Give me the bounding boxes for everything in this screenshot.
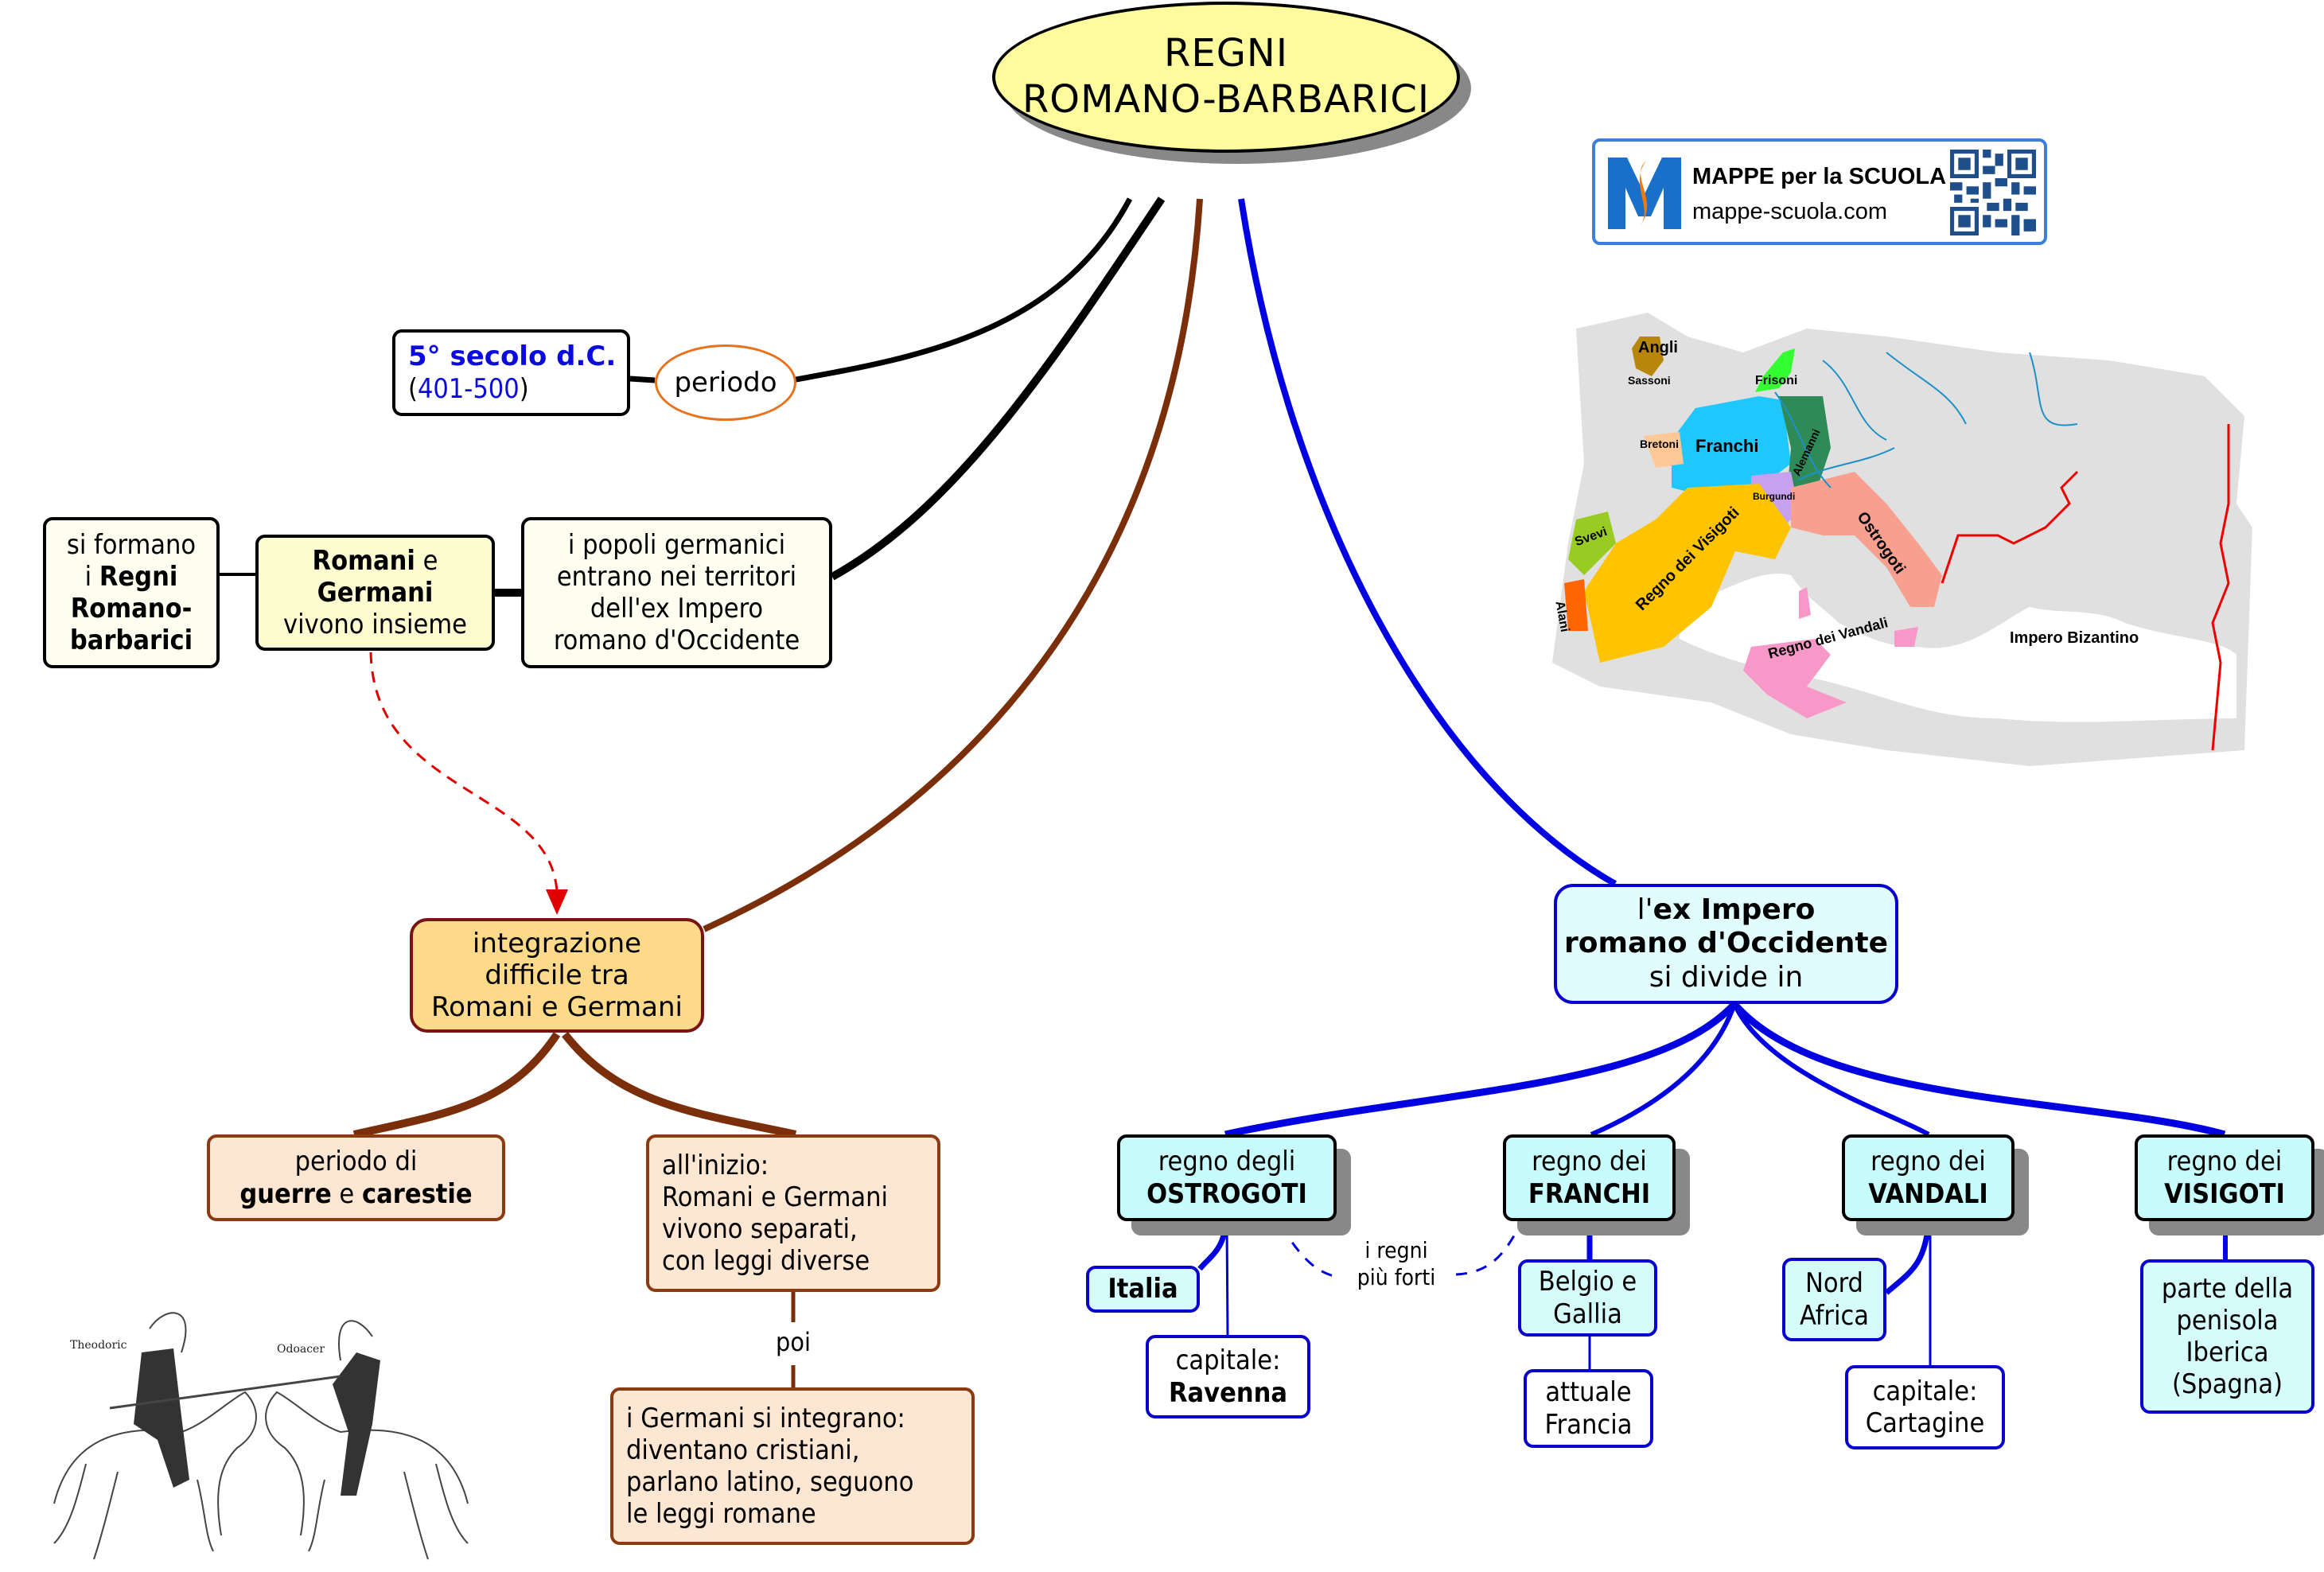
link-title-integrazione: [703, 198, 1203, 932]
europe-kingdoms-map: Angli Sassoni Frisoni Bretoni Franchi Al…: [1552, 305, 2258, 772]
region-bretoni: [1644, 432, 1684, 468]
region-angli: [1632, 337, 1664, 376]
title-line2: ROMANO-BARBARICI: [1022, 77, 1431, 122]
map-label-frisoni: Frisoni: [1755, 374, 1797, 387]
vandali-nord-africa-node[interactable]: Nord Africa: [1782, 1258, 1886, 1341]
knights-illustration: Theodoric Odoacer: [53, 1312, 469, 1560]
map-label-burgundi: Burgundi: [1753, 491, 1795, 502]
all-inizio-node[interactable]: all'inizio: Romani e Germani vivono sepa…: [646, 1134, 940, 1292]
century-text: 5° secolo d.C.: [408, 340, 617, 373]
kingdom-franchi[interactable]: regno dei FRANCHI: [1503, 1134, 1676, 1221]
franchi-belgio-gallia-node[interactable]: Belgio e Gallia: [1518, 1259, 1657, 1337]
title-line1: REGNI: [1164, 31, 1288, 76]
ostrogoti-italia-node[interactable]: Italia: [1086, 1266, 1200, 1313]
link-empire-franchi: [1590, 1003, 1737, 1137]
region-frisoni: [1755, 348, 1795, 392]
caption-theodoric: Theodoric: [70, 1339, 127, 1352]
link-title-popoli: [830, 196, 1166, 581]
visigoti-penisola-node[interactable]: parte della penisola Iberica (Spagna): [2140, 1259, 2314, 1414]
link-empire-ostrogoti: [1224, 1001, 1738, 1138]
kingdom-vandali[interactable]: regno dei VANDALI: [1842, 1134, 2015, 1221]
mappe-scuola-logo: MAPPE per la SCUOLA mappe-scuola.com: [1592, 138, 2047, 245]
region-svevi: [1568, 512, 1616, 575]
map-label-sassoni: Sassoni: [1628, 374, 1671, 387]
map-label-angli: Angli: [1638, 339, 1678, 356]
region-ostrogoti: [1791, 472, 1942, 607]
map-label-alani: Alani: [1552, 600, 1571, 632]
map-border-byzantine: [1941, 424, 2230, 751]
link-empire-vandali: [1732, 1002, 1930, 1137]
mappe-logo-icon: [1608, 158, 1681, 229]
guerre-carestie-node[interactable]: periodo di guerre e carestie: [207, 1134, 505, 1221]
si-formano-node[interactable]: si formano i Regni Romano- barbarici: [43, 517, 220, 668]
germani-si-integrano-node[interactable]: i Germani si integrano: diventano cristi…: [610, 1387, 975, 1545]
qr-code-icon: [1950, 150, 2036, 235]
popoli-germanici-node[interactable]: i popoli germanici entrano nei territori…: [521, 517, 832, 668]
century-range: (401-500): [408, 372, 529, 405]
vandali-capitale-node[interactable]: capitale: Cartagine: [1845, 1365, 2005, 1449]
link-vandali-nordafrica: [1884, 1220, 1932, 1295]
franchi-attuale-francia-node[interactable]: attuale Francia: [1524, 1369, 1653, 1448]
periodo-link-label[interactable]: periodo: [655, 344, 796, 421]
link-romani-integrazione-dashed: [369, 652, 559, 892]
period-century-node[interactable]: 5° secolo d.C. (401-500): [392, 329, 630, 416]
map-rivers: [1774, 352, 2078, 488]
link-empire-visigoti: [1731, 1002, 2226, 1138]
arrowhead: [546, 889, 568, 915]
poi-link-label: poi: [765, 1327, 821, 1358]
link-periodo-secolo: [629, 375, 656, 383]
link-integrazione-guerre: [352, 1032, 561, 1138]
ex-impero-node[interactable]: l'ex Impero romano d'Occidente si divide…: [1554, 884, 1898, 1004]
ostrogoti-capitale-node[interactable]: capitale: Ravenna: [1146, 1335, 1310, 1418]
map-sea: [1680, 574, 2236, 722]
strongest-kingdoms-label: i regni più forti: [1337, 1237, 1456, 1291]
map-label-bizantino: Impero Bizantino: [2010, 629, 2139, 647]
region-vandali: [1743, 587, 1918, 718]
kingdom-ostrogoti[interactable]: regno degli OSTROGOTI: [1117, 1134, 1337, 1221]
map-label-franchi: Franchi: [1695, 436, 1758, 456]
region-alani: [1564, 579, 1588, 631]
map-label-bretoni: Bretoni: [1640, 438, 1679, 450]
kingdom-visigoti[interactable]: regno dei VISIGOTI: [2135, 1134, 2314, 1221]
integrazione-node[interactable]: integrazione difficile tra Romani e Germ…: [410, 918, 704, 1033]
logo-brand: MAPPE per la SCUOLA: [1692, 164, 1947, 189]
caption-odoacer: Odoacer: [277, 1343, 325, 1356]
link-title-empire: [1238, 198, 1617, 887]
logo-url[interactable]: mappe-scuola.com: [1692, 199, 1887, 224]
link-integrazione-inizio: [562, 1031, 797, 1138]
region-visigoti: [1584, 484, 1791, 663]
link-ostrogoti-ravenna: [1225, 1220, 1229, 1336]
main-title-node[interactable]: REGNI ROMANO-BARBARICI: [992, 2, 1460, 153]
link-strongest-dashed: [1279, 1224, 1521, 1278]
region-franchi: [1672, 396, 1791, 496]
romani-germani-node[interactable]: Romani e Germani vivono insieme: [255, 535, 495, 651]
link-title-periodo: [791, 197, 1133, 383]
link-ostrogoti-italia: [1197, 1220, 1228, 1271]
